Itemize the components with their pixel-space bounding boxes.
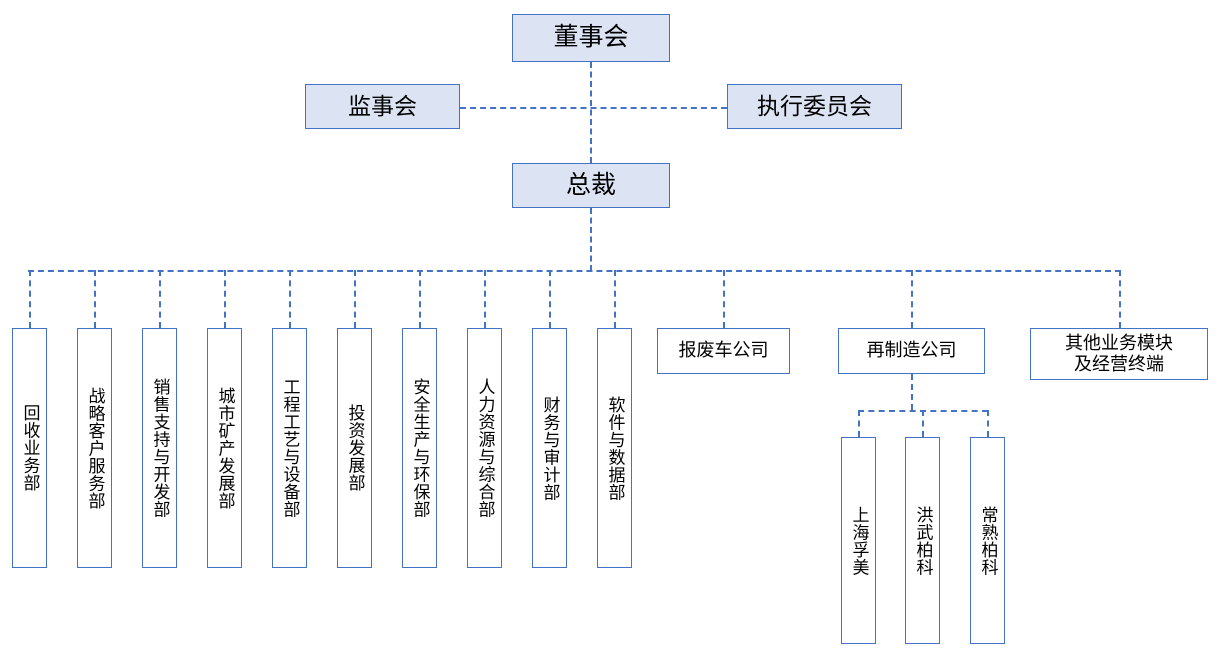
connector-bus-to-dept-1 (29, 270, 31, 328)
node-department-4[interactable]: 城市矿产发展部 (207, 328, 242, 568)
node-subsidiary-1[interactable]: 上海孚美 (841, 437, 876, 644)
node-department-8[interactable]: 人力资源与综合部 (467, 328, 502, 568)
connector-bus-to-dept-5 (289, 270, 291, 328)
node-department-3[interactable]: 销售支持与开发部 (142, 328, 177, 568)
node-supervisory-board[interactable]: 监事会 (305, 84, 460, 129)
connector-bus-to-dept-4 (224, 270, 226, 328)
connector-bus-to-dept-7 (419, 270, 421, 328)
node-other-business-units[interactable]: 其他业务模块 及经营终端 (1030, 328, 1208, 380)
node-department-8-label: 人力资源与综合部 (475, 378, 495, 518)
connector-subbus-to-subsidiary-2 (922, 410, 924, 437)
node-department-7[interactable]: 安全生产与环保部 (402, 328, 437, 568)
node-subsidiary-3[interactable]: 常熟柏科 (970, 437, 1005, 644)
node-department-6-label: 投资发展部 (345, 404, 365, 492)
node-department-7-label: 安全生产与环保部 (410, 378, 430, 518)
connector-bus-to-dept-10 (614, 270, 616, 328)
node-department-10[interactable]: 软件与数据部 (597, 328, 632, 568)
node-department-5[interactable]: 工程工艺与设备部 (272, 328, 307, 568)
node-executive-committee[interactable]: 执行委员会 (727, 84, 902, 129)
node-department-1[interactable]: 回收业务部 (12, 328, 47, 568)
connector-subbus-to-subsidiary-3 (987, 410, 989, 437)
node-department-9[interactable]: 财务与审计部 (532, 328, 567, 568)
node-department-1-label: 回收业务部 (20, 404, 40, 492)
node-subsidiary-2[interactable]: 洪武柏科 (905, 437, 940, 644)
node-supervisory-board-label: 监事会 (348, 93, 417, 119)
node-president-label: 总裁 (565, 171, 616, 199)
node-company-scrap-vehicle-label: 报废车公司 (678, 340, 769, 361)
connector-supervisory-to-executive (460, 107, 727, 109)
node-subsidiary-2-label: 洪武柏科 (913, 505, 933, 576)
node-department-2[interactable]: 战略客户服务部 (77, 328, 112, 568)
node-other-business-units-line1: 其他业务模块 (1065, 332, 1173, 353)
connector-bus-to-company-2 (911, 270, 913, 328)
connector-bus-to-dept-3 (159, 270, 161, 328)
connector-bus-to-dept-8 (484, 270, 486, 328)
connector-main-bus (28, 270, 1121, 272)
node-company-remanufacturing[interactable]: 再制造公司 (838, 328, 985, 374)
node-subsidiary-1-label: 上海孚美 (849, 505, 869, 576)
node-department-3-label: 销售支持与开发部 (150, 378, 170, 518)
connector-bus-to-company-1 (723, 270, 725, 328)
connector-bus-to-dept-6 (354, 270, 356, 328)
node-subsidiary-3-label: 常熟柏科 (978, 505, 998, 576)
node-board-of-directors[interactable]: 董事会 (512, 14, 670, 62)
connector-board-to-president (590, 62, 592, 163)
node-executive-committee-label: 执行委员会 (757, 93, 872, 119)
connector-bus-to-dept-9 (549, 270, 551, 328)
node-company-remanufacturing-label: 再制造公司 (866, 340, 957, 361)
connector-president-to-bus (590, 208, 592, 271)
node-department-10-label: 软件与数据部 (605, 395, 625, 501)
node-department-4-label: 城市矿产发展部 (215, 386, 235, 510)
node-company-scrap-vehicle[interactable]: 报废车公司 (657, 328, 790, 374)
node-department-9-label: 财务与审计部 (540, 395, 560, 501)
node-department-2-label: 战略客户服务部 (85, 386, 105, 510)
connector-subbus-to-subsidiary-1 (858, 410, 860, 437)
connector-bus-to-other-unit (1119, 270, 1121, 328)
node-department-5-label: 工程工艺与设备部 (280, 378, 300, 518)
node-board-of-directors-label: 董事会 (553, 24, 629, 52)
node-department-6[interactable]: 投资发展部 (337, 328, 372, 568)
node-president[interactable]: 总裁 (512, 163, 670, 208)
connector-remanufacturing-to-subbus (911, 374, 913, 410)
node-other-business-units-line2: 及经营终端 (1074, 354, 1164, 374)
connector-bus-to-dept-2 (94, 270, 96, 328)
